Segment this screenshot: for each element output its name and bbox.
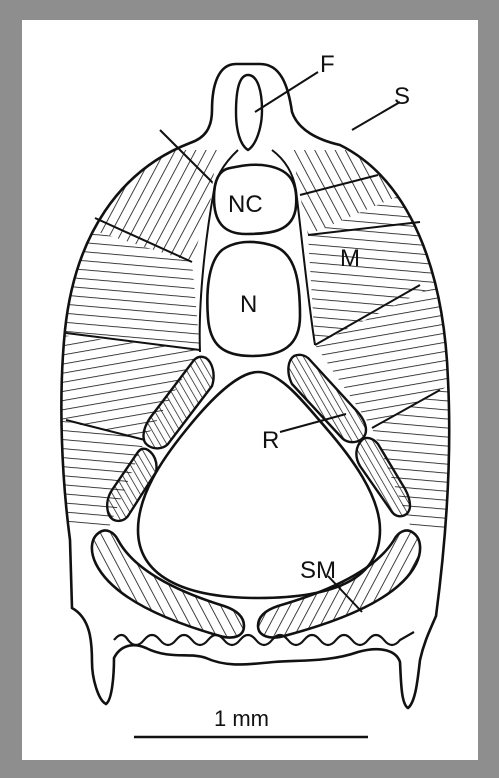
label-sm: SM — [300, 557, 336, 584]
label-f: F — [320, 51, 335, 78]
label-r: R — [262, 427, 279, 454]
label-s: S — [394, 83, 410, 110]
label-m: M — [340, 245, 360, 272]
label-n: N — [240, 291, 257, 318]
label-nc: NC — [228, 191, 263, 218]
scale-bar-label: 1 mm — [214, 706, 269, 731]
